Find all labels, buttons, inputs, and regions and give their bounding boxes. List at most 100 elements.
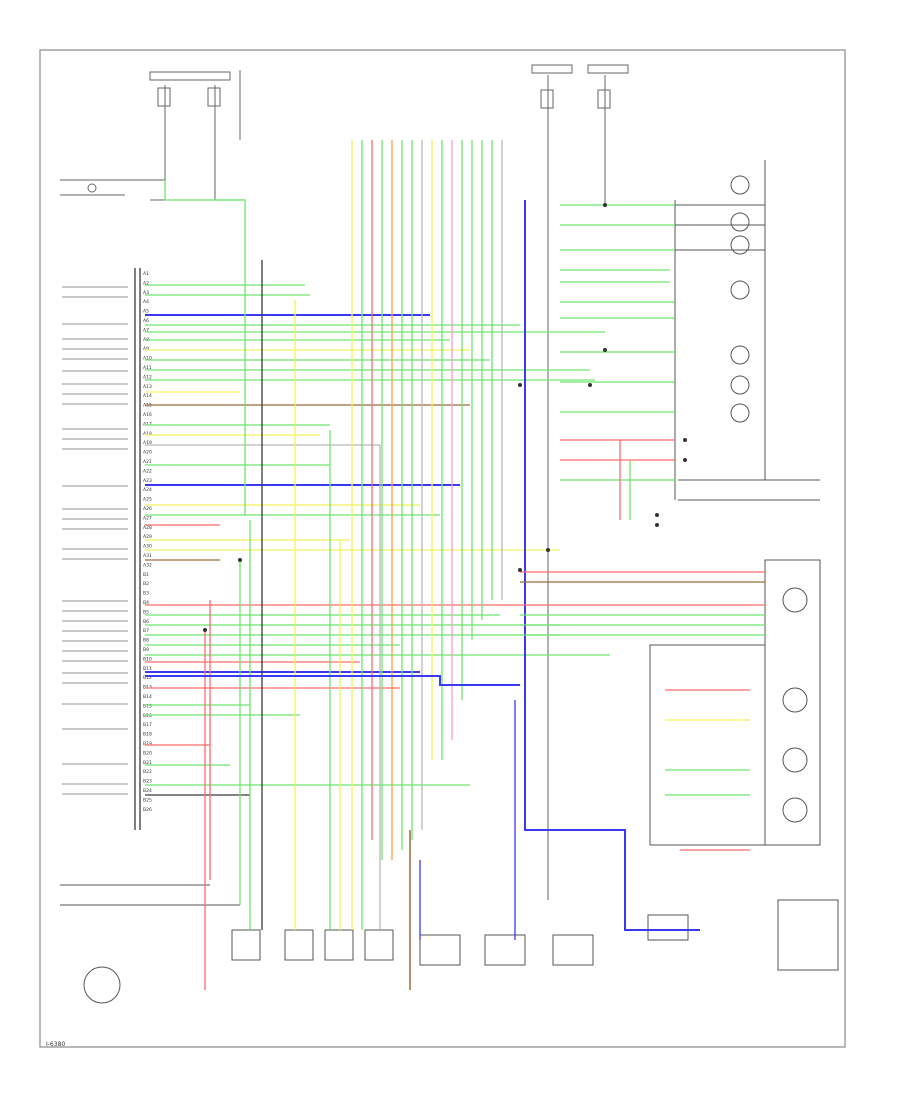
wire-junction (588, 383, 592, 387)
wire-junction (683, 438, 687, 442)
wire-junction (655, 523, 659, 527)
ecm-pin-label: B5 (143, 609, 149, 615)
circuit-label-placeholder (62, 682, 128, 684)
ecm-pin-label: A29 (143, 534, 152, 540)
ecm-pin-label: A18 (143, 431, 152, 437)
ecm-pin-label: A12 (143, 374, 152, 380)
circuit-label-placeholder (62, 438, 128, 440)
ecm-pin-label: A16 (143, 412, 152, 418)
ecm-pin-label: A6 (143, 318, 149, 324)
ecm-pin-label: B25 (143, 797, 152, 803)
circuit-label-placeholder (62, 358, 128, 360)
circuit-label-placeholder (62, 672, 128, 674)
ecm-pin-label: B2 (143, 581, 149, 587)
circuit-label-placeholder (62, 763, 128, 765)
wire-junction (683, 458, 687, 462)
circuit-label-placeholder (62, 548, 128, 550)
decor-labels (62, 286, 128, 795)
ecm-pin-label: B3 (143, 591, 149, 597)
ecm-pin-label: B15 (143, 703, 152, 709)
ecm-pin-label: B19 (143, 741, 152, 747)
ecm-pin-label: A22 (143, 468, 152, 474)
ecm-pin-label: A11 (143, 365, 152, 371)
ecm-pin-label: A27 (143, 515, 152, 521)
circuit-label-placeholder (62, 728, 128, 730)
ecm-pin-label: B24 (143, 788, 152, 794)
circuit-label-placeholder (62, 518, 128, 520)
circuit-label-placeholder (62, 620, 128, 622)
ecm-pin-label: B6 (143, 619, 149, 625)
circuit-label-placeholder (62, 323, 128, 325)
ecm-pin-label: B26 (143, 807, 152, 813)
fuse-box-top-right (531, 64, 629, 900)
ecm-pin-label: B11 (143, 666, 152, 672)
circuit-label-placeholder (62, 393, 128, 395)
right-components (649, 160, 839, 971)
circuit-label-placeholder (62, 528, 128, 530)
ecm-pin-label: A10 (143, 356, 152, 362)
ecm-pin-label: B21 (143, 760, 152, 766)
ecm-pin-label: A4 (143, 299, 149, 305)
circuit-label-placeholder (62, 508, 128, 510)
circuit-label-placeholder (62, 348, 128, 350)
circuit-label-placeholder (62, 660, 128, 662)
circuit-label-placeholder (62, 630, 128, 632)
circuit-label-placeholder (62, 403, 128, 405)
circuit-label-placeholder (62, 600, 128, 602)
circuit-label-placeholder (62, 783, 128, 785)
ignition-wire (164, 180, 246, 515)
ecm-pin-label: A28 (143, 525, 152, 531)
wires (145, 140, 765, 990)
ecm-pin-label: A23 (143, 478, 152, 484)
ecm-pin-label: B9 (143, 647, 149, 653)
footer-code: I-6380 (46, 1041, 65, 1048)
ecm-pin-label: A25 (143, 497, 152, 503)
ecm-pin-label: B8 (143, 638, 149, 644)
ecm-pin-labels: A1A2A3A4A5A6A7A8A9A10A11A12A13A14A15A16A… (143, 271, 152, 813)
wire-junction (203, 628, 207, 632)
ecm-pin-label: A26 (143, 506, 152, 512)
ecm-pin-label: B10 (143, 656, 152, 662)
circuit-label-placeholder (62, 370, 128, 372)
ecm-pin-label: A2 (143, 280, 149, 286)
ecm-pin-label: A13 (143, 384, 152, 390)
circuit-label-placeholder (62, 338, 128, 340)
ecm-pin-label: A5 (143, 309, 149, 315)
ecm-pin-label: A24 (143, 487, 152, 493)
wire-junction (655, 513, 659, 517)
wire-blue-main (524, 200, 700, 931)
circuit-label-placeholder (62, 610, 128, 612)
circuit-label-placeholder (62, 428, 128, 430)
ecm-pin-label: A30 (143, 544, 152, 550)
ecm-pin-label: A32 (143, 562, 152, 568)
circuit-label-placeholder (62, 703, 128, 705)
bottom-components (60, 884, 689, 1004)
diagram-border (39, 49, 846, 1048)
ecm-pin-label: B14 (143, 694, 152, 700)
ecm-pin-label: B23 (143, 779, 152, 785)
ecm-pin-label: A31 (143, 553, 152, 559)
ecm-pin-label: B12 (143, 675, 152, 681)
circuit-label-placeholder (62, 793, 128, 795)
ecm-pin-label: B18 (143, 732, 152, 738)
circuit-label-placeholder (62, 558, 128, 560)
ecm-pin-label: B17 (143, 722, 152, 728)
ecm-pin-label: A19 (143, 440, 152, 446)
ecm-pin-label: B7 (143, 628, 149, 634)
wire-junction (518, 568, 522, 572)
ecm-pin-label: A21 (143, 459, 152, 465)
ecm-pin-label: A14 (143, 393, 152, 399)
wire-junction (603, 348, 607, 352)
ecm-pin-label: A7 (143, 327, 149, 333)
wire-junction (603, 203, 607, 207)
ecm-pin-label: B1 (143, 572, 149, 578)
ecm-pin-label: A3 (143, 290, 149, 296)
circuit-label-placeholder (62, 296, 128, 298)
ecm-pin-label: B20 (143, 750, 152, 756)
circuit-label-placeholder (62, 485, 128, 487)
circuit-label-placeholder (62, 640, 128, 642)
circuit-label-placeholder (62, 383, 128, 385)
wire-junction (546, 548, 550, 552)
ecm-pin-label: B16 (143, 713, 152, 719)
